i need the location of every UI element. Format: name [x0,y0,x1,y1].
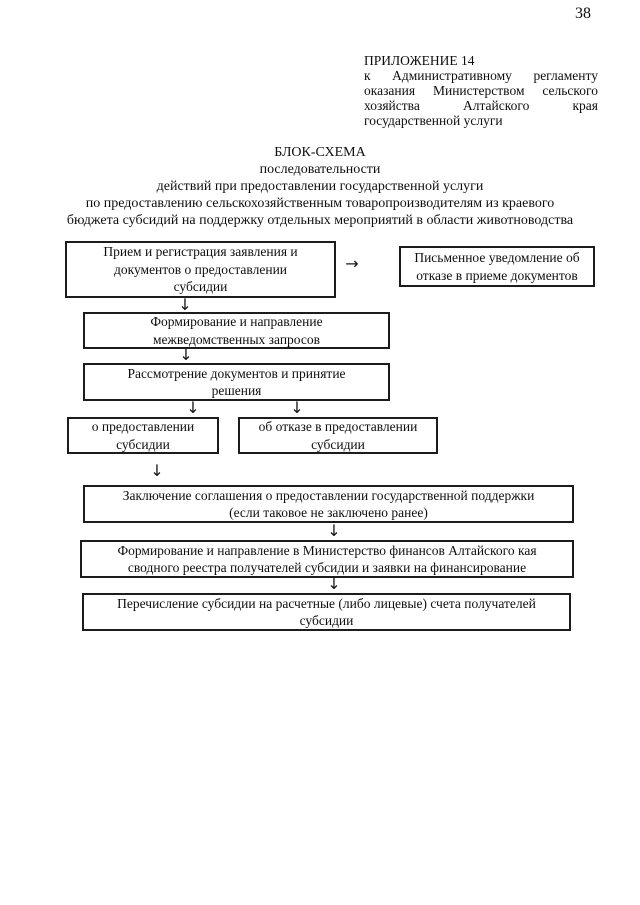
flow-box-line: субсидии [116,436,170,452]
document-title: БЛОК-СХЕМА последовательности действий п… [0,144,640,229]
flow-box-line: (если таковое не заключено ранее) [229,505,428,520]
flow-box-review-decision: Рассмотрение документов и принятие решен… [83,363,390,401]
flow-box-line: Письменное уведомление об [414,250,580,265]
title-line: действий при предоставлении государствен… [156,179,484,194]
flow-box-line: отказе в приеме документов [416,267,578,283]
flow-box-line: Перечисление субсидии на расчетные (либо… [117,595,536,611]
flow-box-line: Формирование и направление [150,314,323,329]
title-line: бюджета субсидий на поддержку отдельных … [66,213,574,228]
title-line: БЛОК-СХЕМА [274,145,366,160]
page-number: 38 [575,5,591,22]
flow-box-line: субсидии [299,613,354,628]
arrow-down-icon: ↓ [327,574,341,593]
arrow-down-icon: ↓ [178,295,192,314]
appendix-header-line: хозяйства Алтайского края [364,98,598,113]
title-line: последовательности [259,162,381,177]
arrow-down-icon: ↓ [150,461,164,480]
flow-box-transfer: Перечисление субсидии на расчетные (либо… [82,593,571,631]
flow-box-line: Формирование и направление в Министерств… [117,542,537,558]
flow-box-refusal-decision: об отказе в предоставлении субсидии [238,417,438,454]
arrow-down-icon: ↓ [327,521,341,540]
arrow-down-icon: ↓ [186,398,200,417]
appendix-header-line: ПРИЛОЖЕНИЕ 14 [364,53,475,68]
flow-box-line: об отказе в предоставлении [258,419,418,434]
flow-box-reception: Прием и регистрация заявления и документ… [65,241,336,298]
flow-box-line: о предоставлении [91,419,195,434]
appendix-header-line: государственной услуги [364,113,503,128]
arrow-right-icon: → [345,254,359,273]
appendix-header: ПРИЛОЖЕНИЕ 14 к Административному реглам… [364,53,598,128]
flow-box-line: межведомственных запросов [152,331,321,347]
flow-box-registry-funding: Формирование и направление в Министерств… [80,540,574,578]
flow-box-agreement: Заключение соглашения о предоставлении г… [83,485,574,523]
flow-box-line: субсидии [173,279,228,295]
title-line: по предоставлению сельскохозяйственным т… [85,196,555,211]
flow-box-refusal-notice: Письменное уведомление об отказе в прием… [399,246,595,287]
flow-box-line: решения [211,383,262,398]
flow-box-line: субсидии [311,436,365,452]
appendix-header-line: к Административному регламенту [364,68,598,83]
flow-box-line: документов о предоставлении [113,261,288,277]
arrow-down-icon: ↓ [290,398,304,417]
arrow-down-icon: ↓ [179,345,193,364]
appendix-header-line: оказания Министерством сельского [364,83,598,98]
flow-box-grant-decision: о предоставлении субсидии [67,417,219,454]
flow-box-line: Прием и регистрация заявления и [103,244,298,260]
flow-box-line: Заключение соглашения о предоставлении г… [122,487,535,503]
flow-box-line: Рассмотрение документов и принятие [127,365,346,381]
flow-box-line: сводного реестра получателей субсидии и … [127,560,527,575]
flow-box-interagency-requests: Формирование и направление межведомствен… [83,312,390,349]
